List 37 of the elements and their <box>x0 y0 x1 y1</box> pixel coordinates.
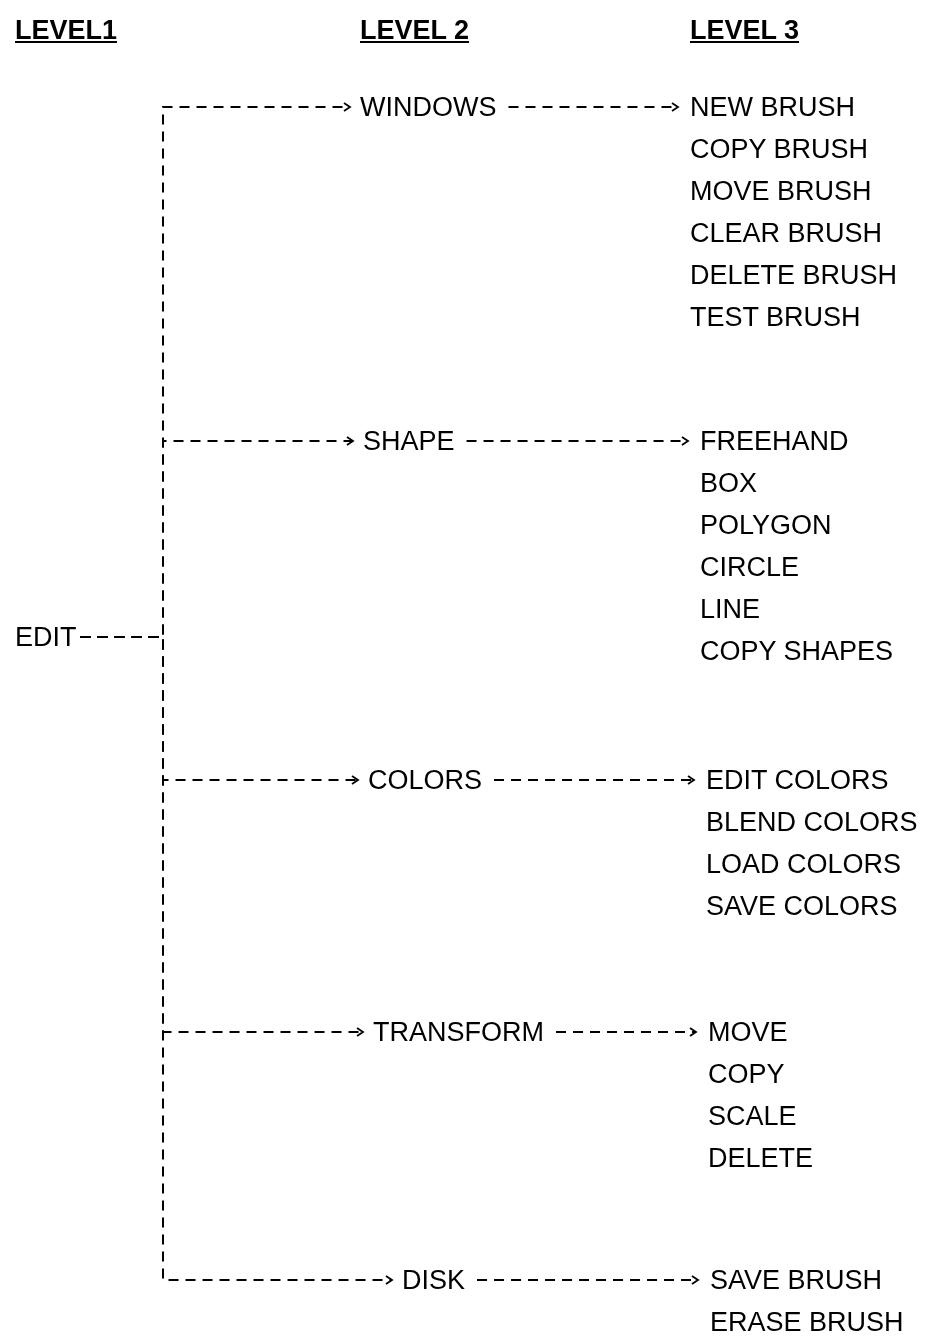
dashed-arrow <box>493 775 695 785</box>
menu-item: FREEHAND <box>700 425 850 458</box>
dashed-arrow <box>465 436 689 446</box>
menu-label: WINDOWS <box>360 90 497 124</box>
menu-label: EDIT <box>15 620 77 654</box>
menu-item: MOVE BRUSH <box>690 175 873 208</box>
menu-item: COPY <box>708 1058 786 1091</box>
column-heading: LEVEL 3 <box>690 14 800 47</box>
menu-item: NEW BRUSH <box>690 91 856 124</box>
menu-label: DISK <box>402 1263 466 1297</box>
menu-item: COPY BRUSH <box>690 133 870 166</box>
menu-item: COPY SHAPES <box>700 635 894 668</box>
menu-item: CIRCLE <box>700 551 801 584</box>
menu-item: BLEND COLORS <box>706 806 918 839</box>
dashed-arrow <box>507 102 679 112</box>
menu-item: LINE <box>700 593 762 626</box>
menu-item: DELETE <box>708 1142 814 1175</box>
menu-item: LOAD COLORS <box>706 848 903 881</box>
menu-label: COLORS <box>368 763 483 797</box>
menu-item: BOX <box>700 467 759 500</box>
dashed-arrow <box>555 1027 697 1037</box>
menu-item: CLEAR BRUSH <box>690 217 884 250</box>
menu-label: SHAPE <box>363 424 455 458</box>
menu-item: SAVE COLORS <box>706 890 899 923</box>
menu-label: TRANSFORM <box>373 1015 544 1049</box>
menu-item: SCALE <box>708 1100 798 1133</box>
menu-item: MOVE <box>708 1016 789 1049</box>
menu-item: EDIT COLORS <box>706 764 890 797</box>
dashed-arrow <box>79 636 393 1285</box>
menu-item: ERASE BRUSH <box>710 1306 904 1339</box>
menu-item: TEST BRUSH <box>690 301 862 334</box>
menu-item: DELETE BRUSH <box>690 259 898 292</box>
column-heading: LEVEL1 <box>15 14 118 47</box>
column-heading: LEVEL 2 <box>360 14 470 47</box>
dashed-arrow <box>476 1275 699 1285</box>
menu-item: SAVE BRUSH <box>710 1264 884 1297</box>
menu-item: POLYGON <box>700 509 833 542</box>
